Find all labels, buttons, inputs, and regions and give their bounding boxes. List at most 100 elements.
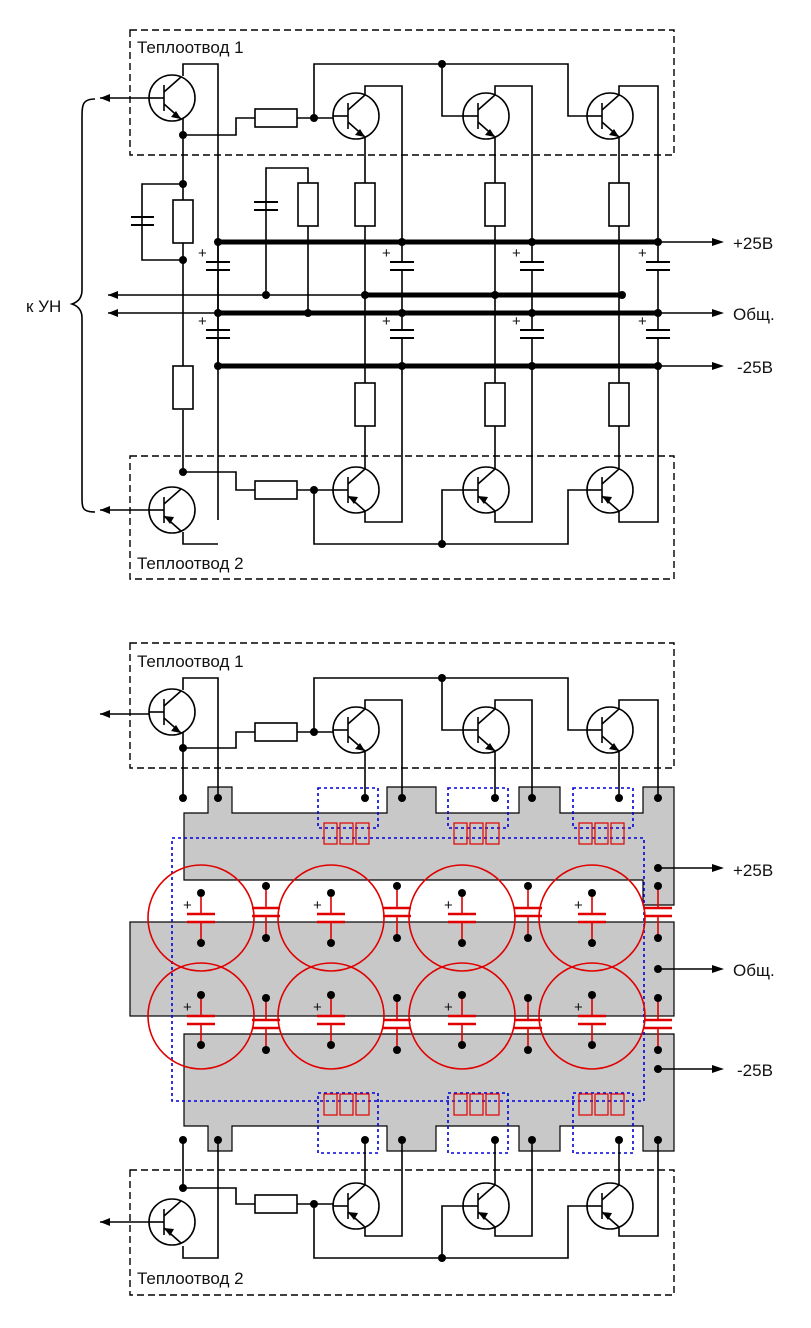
junction-dot — [262, 291, 270, 299]
junction-dot — [327, 889, 335, 897]
polarity-plus: + — [638, 313, 647, 330]
polarity-plus: + — [382, 313, 391, 330]
resistor-pad — [485, 822, 500, 845]
keepout-main — [171, 837, 645, 1102]
heatsink-2-box-pcb — [129, 1169, 675, 1296]
junction-dot — [310, 114, 318, 122]
junction-dot — [524, 1046, 532, 1054]
keepout-2 — [447, 787, 509, 829]
transistor-out-top-pcb-3 — [586, 706, 634, 754]
polarity-plus: + — [313, 999, 322, 1016]
pcb-layout: Теплоотвод 1 Теплоотвод 2 ++++++++ +25В … — [100, 642, 775, 1296]
polarity-plus: + — [638, 245, 647, 262]
junction-dot — [398, 794, 406, 802]
transistor-driver-bot — [148, 486, 196, 534]
resistor-pad — [355, 1093, 370, 1116]
heatsink-2-label: Теплоотвод 2 — [137, 554, 244, 573]
common-label-pcb: Общ. — [733, 961, 775, 980]
resistor-pad — [469, 822, 484, 845]
transistor-out-bot-pcb-1 — [332, 1182, 380, 1230]
junction-dot — [524, 994, 532, 1002]
transistor-out-top-pcb-1 — [332, 706, 380, 754]
resistor-pad — [610, 1093, 625, 1116]
junction-dot — [179, 744, 187, 752]
transistor-out-bot-3 — [586, 466, 634, 514]
resistor-r3 — [297, 182, 319, 227]
junction-dot — [654, 1136, 662, 1144]
heatsink-2-box — [129, 455, 675, 580]
junction-dot — [361, 1136, 369, 1144]
electrolytic-cap-outline — [147, 864, 255, 972]
junction-dot — [458, 991, 466, 999]
junction-dot — [393, 1046, 401, 1054]
resistor-pad — [453, 822, 468, 845]
resistor-pad — [339, 822, 354, 845]
junction-dot — [438, 540, 446, 548]
keepout-3 — [572, 787, 634, 829]
resistor-pad — [594, 822, 609, 845]
wire-to-vamp — [108, 294, 365, 314]
electrolytic-cap-outline — [538, 962, 646, 1070]
junction-dot — [179, 256, 187, 264]
resistor-pad — [355, 822, 370, 845]
junction-dot — [654, 1046, 662, 1054]
junction-dot — [262, 934, 270, 942]
junction-dot — [438, 60, 446, 68]
junction-dot — [361, 291, 369, 299]
junction-dot — [654, 934, 662, 942]
electrolytic-cap-outline — [277, 864, 385, 972]
minus25-label-top: -25В — [737, 358, 773, 377]
resistor-emitter-top-2 — [484, 182, 506, 227]
plus25-label-top: +25В — [733, 234, 773, 253]
junction-dot — [528, 794, 536, 802]
electrolytic-cap-outline — [538, 864, 646, 972]
polarity-plus: + — [198, 245, 207, 262]
junction-dot — [618, 291, 626, 299]
junction-dot — [491, 794, 499, 802]
junction-dot — [179, 468, 187, 476]
heatsink-1-label-pcb: Теплоотвод 1 — [137, 652, 244, 671]
junction-dot — [393, 882, 401, 890]
heatsink-1-label: Теплоотвод 1 — [137, 38, 244, 57]
electrolytic-cap-outline — [277, 962, 385, 1070]
transistor-driver-top-pcb — [148, 688, 196, 736]
transistor-out-top-pcb-2 — [462, 706, 510, 754]
polarity-plus: + — [183, 999, 192, 1016]
junction-dot — [393, 994, 401, 1002]
junction-dot — [458, 1041, 466, 1049]
polarity-plus: + — [574, 897, 583, 914]
resistor-emitter-top-1 — [354, 182, 376, 227]
junction-dot — [327, 991, 335, 999]
schematic-top: Теплоотвод 1 Теплоотвод 2 к — [26, 29, 775, 580]
polarity-plus: + — [574, 999, 583, 1016]
resistor-pad — [469, 1093, 484, 1116]
resistor-pad — [453, 1093, 468, 1116]
junction-dot — [654, 994, 662, 1002]
polarity-plus: + — [183, 897, 192, 914]
junction-dot — [197, 889, 205, 897]
junction-dot — [262, 994, 270, 1002]
keepout-1 — [317, 787, 379, 829]
junction-dot — [393, 934, 401, 942]
junction-dot — [654, 794, 662, 802]
resistor-pad — [594, 1093, 609, 1116]
junction-dot — [179, 1184, 187, 1192]
resistor-pad — [485, 1093, 500, 1116]
polarity-plus: + — [198, 313, 207, 330]
junction-dot — [588, 889, 596, 897]
wire-feedback-rc — [265, 167, 309, 313]
junction-dot — [262, 1046, 270, 1054]
junction-dot — [214, 794, 222, 802]
junction-dot — [588, 1041, 596, 1049]
plus25-label-pcb: +25В — [733, 861, 773, 880]
transistor-out-bot-pcb-2 — [462, 1182, 510, 1230]
resistor-base-bot — [254, 480, 298, 500]
junction-dot — [179, 131, 187, 139]
junction-dot — [304, 309, 312, 317]
resistor-r2 — [172, 365, 194, 410]
junction-dot — [197, 1041, 205, 1049]
wire-driver-left — [141, 115, 184, 472]
junction-dot — [491, 291, 499, 299]
